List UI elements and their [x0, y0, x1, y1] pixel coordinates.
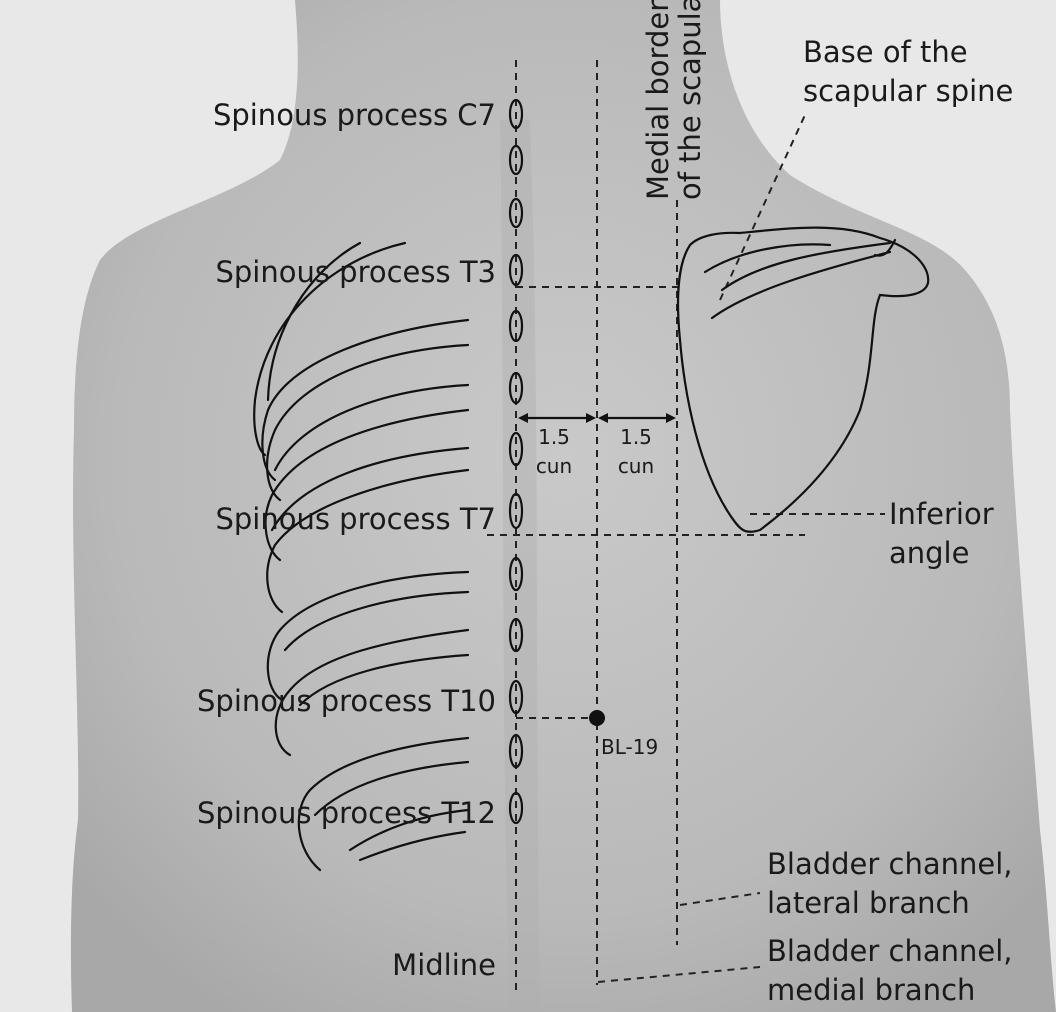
label-c7: Spinous process C7 [213, 98, 496, 132]
spine-shadow [500, 120, 540, 1012]
label-lateral-1: Bladder channel, [767, 847, 1013, 881]
label-t7: Spinous process T7 [215, 502, 496, 536]
label-inferior-1: Inferior [889, 497, 994, 531]
lateral-branch-leader [679, 892, 761, 906]
scapular-spine-leader [719, 114, 806, 301]
label-midline: Midline [392, 948, 496, 982]
label-medial-border-2: of the scapula [673, 0, 707, 200]
torso-silhouette [70, 0, 1056, 1012]
label-bl19: BL-19 [601, 735, 658, 759]
label-cun-b-2: cun [618, 454, 654, 478]
label-medial-border-1: Medial border [641, 0, 675, 200]
label-inferior-2: angle [889, 536, 969, 570]
bl19-point [589, 710, 605, 726]
label-lateral-2: lateral branch [767, 886, 970, 920]
label-base-spine-1: Base of the [803, 35, 968, 69]
label-t12: Spinous process T12 [197, 796, 496, 830]
label-cun-b-1: 1.5 [620, 425, 652, 449]
spinous-processes [508, 98, 524, 825]
label-base-spine-2: scapular spine [803, 74, 1013, 108]
cun-arrows [518, 413, 676, 423]
label-t10: Spinous process T10 [197, 684, 496, 718]
scapula [676, 226, 930, 533]
label-cun-a-1: 1.5 [538, 425, 570, 449]
label-medial-1: Bladder channel, [767, 934, 1013, 968]
label-t3: Spinous process T3 [215, 255, 496, 289]
label-medial-2: medial branch [767, 973, 975, 1007]
ribs [253, 241, 470, 872]
label-cun-a-2: cun [536, 454, 572, 478]
medial-branch-leader [597, 966, 761, 983]
